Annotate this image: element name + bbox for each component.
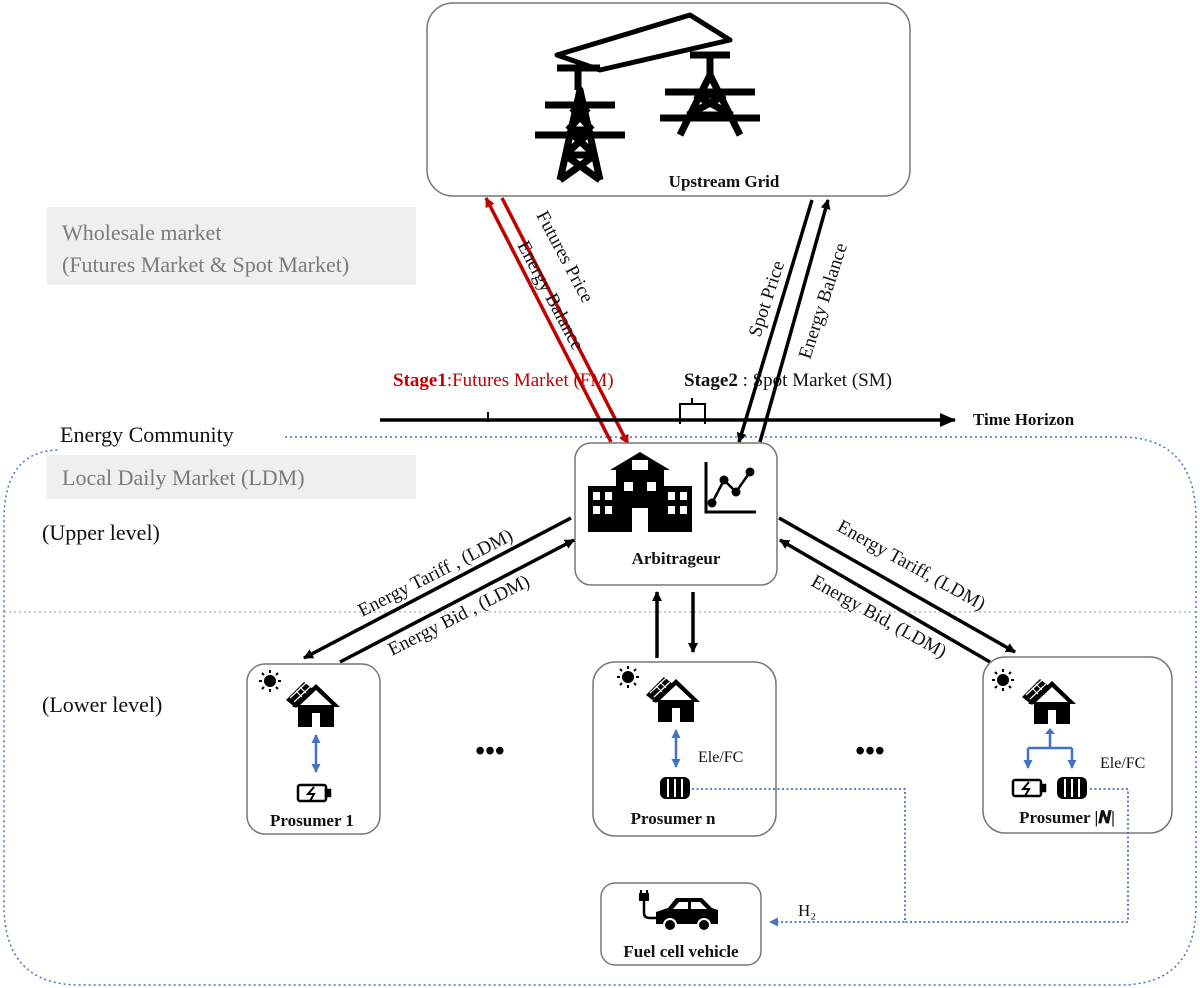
spot-price-arrow [736,199,814,443]
ellipsis-right: ••• [855,736,884,767]
prosumer-N-label: Prosumer |𝑵| [1019,808,1115,827]
futures-price-arrow [500,197,630,445]
h2-line-from-n [692,788,906,927]
prosumer-n-label: Prosumer n [631,809,716,828]
h2-label: H₂ [798,901,816,920]
h2-line-from-N [905,788,1129,923]
left-bid-arrow [339,538,575,664]
stage1-bold: Stage1 [393,370,447,391]
battery-icon [296,783,332,803]
upstream-grid-box [426,2,911,197]
prosumer-n-device-label: Ele/FC [698,749,743,766]
stage2-rest: : Spot Market (SM) [738,370,892,391]
line-chart-icon [704,462,756,514]
fuel-cell-vehicle-label: Fuel cell vehicle [623,942,739,961]
upstream-grid-label: Upstream Grid [669,172,780,191]
prosumer-1-label: Prosumer 1 [270,811,354,830]
spot-balance-arrow [758,199,831,443]
school-building-icon [588,452,692,532]
sun-icon [259,670,281,692]
prosumer-N-split-top [1045,728,1055,734]
time-horizon-label: Time Horizon [973,410,1075,429]
solar-house-icon [1022,679,1076,724]
sun-icon [617,666,639,688]
futures-balance-arrow [484,197,613,443]
lower-level-label: (Lower level) [42,692,162,717]
energy-community-label: Energy Community [60,422,234,447]
arbitrageur-label: Arbitrageur [632,549,721,568]
spot-interval-bracket [679,398,706,424]
prosumer-N-box [982,656,1173,834]
ldm-label-bg [47,455,416,499]
car-icon [639,890,718,932]
prosumer-n-box [592,661,777,837]
spot-balance-label: Energy Balance [795,240,852,361]
hydrogen-tank-icon [660,777,690,799]
stage2-bold: Stage2 [684,370,738,391]
ldm-label: Local Daily Market (LDM) [62,465,305,490]
stage1-label: Stage1:Futures Market (FM) [393,370,614,391]
prosumer-N-device-label: Ele/FC [1100,755,1145,772]
solar-house-icon [646,677,700,722]
solar-house-icon [286,682,340,727]
upper-level-label: (Upper level) [42,520,160,545]
stage1-rest: :Futures Market (FM) [447,370,614,391]
left-tariff-arrow [303,516,572,660]
community-boundary [3,436,1197,986]
battery-icon [1011,778,1047,798]
right-bid-arrow [779,538,991,664]
wholesale-label-bg [47,207,416,285]
wholesale-line2: (Futures Market & Spot Market) [62,252,349,277]
ellipsis-left: ••• [475,736,504,767]
wholesale-line1: Wholesale market [62,220,221,245]
transmission-tower-icon [535,12,760,183]
right-tariff-arrow [778,516,1016,654]
stage2-label: Stage2 : Spot Market (SM) [684,370,892,391]
sun-icon [992,669,1014,691]
hydrogen-tank-icon [1057,777,1087,799]
